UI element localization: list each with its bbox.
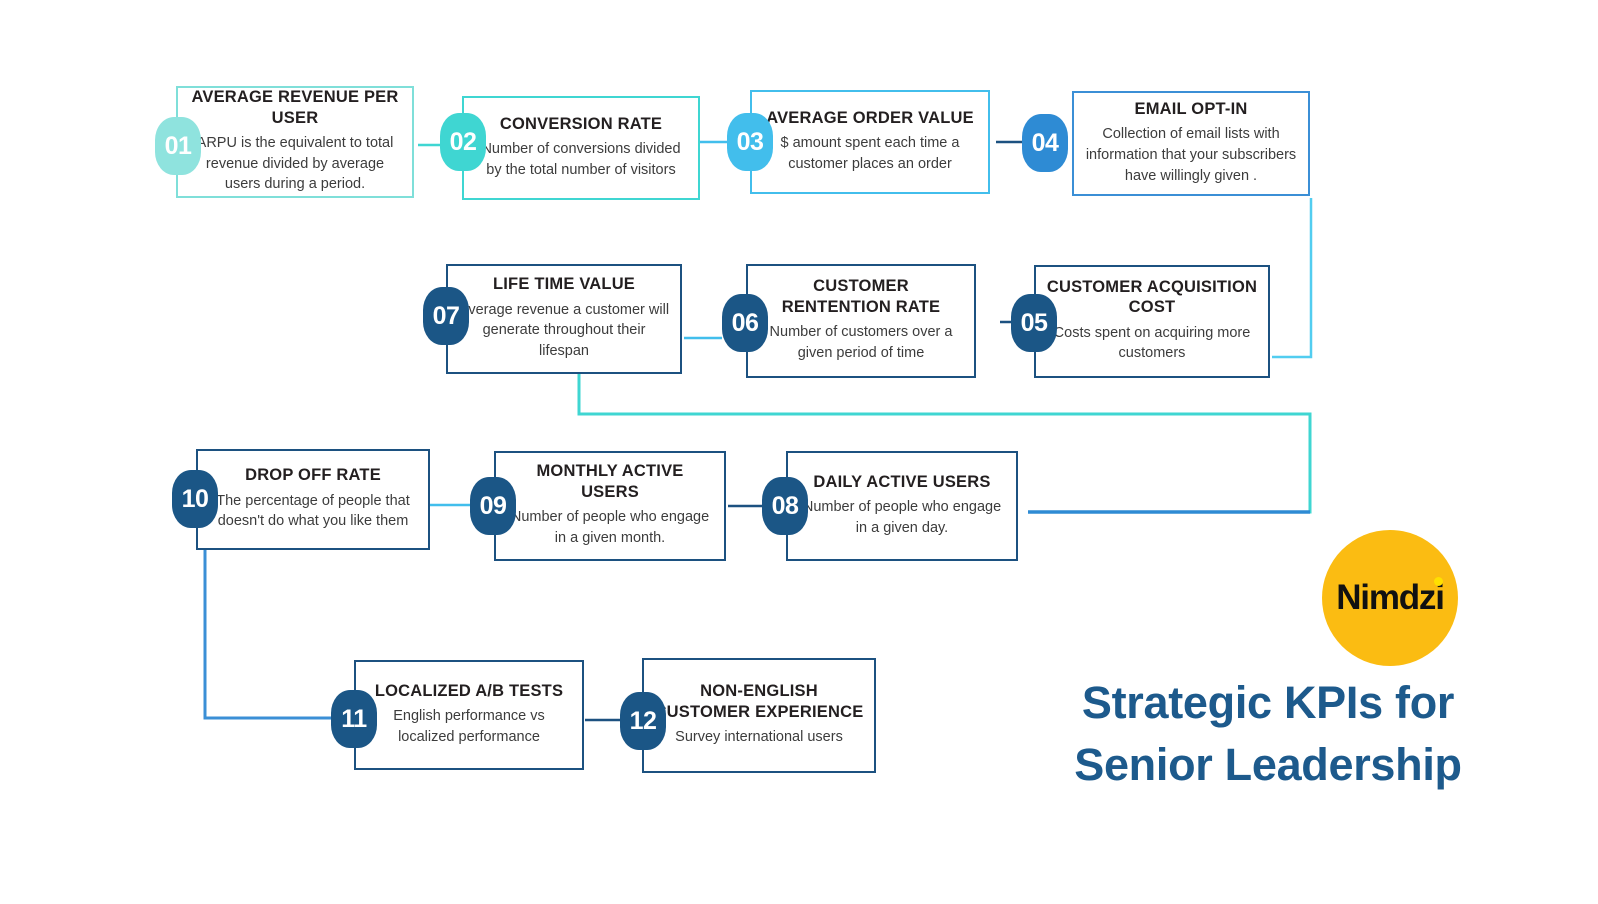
nimdzi-logo-dot [1433, 577, 1443, 586]
kpi-card-11[interactable]: LOCALIZED A/B TESTS English performance … [354, 660, 584, 770]
kpi-description-11: English performance vs localized perform… [393, 708, 545, 745]
kpi-title-08: DAILY ACTIVE USERS [813, 472, 991, 491]
kpi-description-04: Collection of email lists with informati… [1085, 126, 1297, 184]
kpi-title-06: CUSTOMER RENTENTION RATE [781, 277, 941, 316]
kpi-description-06: Number of customers over a given period … [769, 324, 953, 361]
kpi-card-05[interactable]: CUSTOMER ACQUISITION COST Costs spent on… [1034, 265, 1270, 378]
kpi-card-04[interactable]: EMAIL OPT-IN Collection of email lists w… [1072, 91, 1310, 196]
nimdzi-logo: Nimdzi [1322, 530, 1458, 666]
kpi-card-12[interactable]: NON-ENGLISH CUSTOMER EXPERIENCE Survey i… [642, 658, 876, 773]
kpi-badge-10[interactable]: 10 [172, 470, 218, 528]
kpi-title-03: AVERAGE ORDER VALUE [766, 108, 974, 127]
connector-04-05 [1272, 198, 1313, 359]
kpi-card-07[interactable]: LIFE TIME VALUE Average revenue a custom… [446, 264, 682, 374]
kpi-badge-09[interactable]: 09 [470, 477, 516, 535]
connector-10-11 [203, 528, 336, 720]
kpi-title-01: AVERAGE REVENUE PER USER [191, 88, 399, 127]
kpi-badge-11[interactable]: 11 [331, 690, 377, 748]
kpi-description-10: The percentage of people that doesn't do… [216, 492, 410, 530]
kpi-badge-05[interactable]: 05 [1011, 294, 1057, 352]
kpi-title-10: DROP OFF RATE [245, 466, 381, 485]
kpi-card-02[interactable]: CONVERSION RATE Number of conversions di… [462, 96, 700, 200]
kpi-card-06[interactable]: CUSTOMER RENTENTION RATE Number of custo… [746, 264, 976, 378]
kpi-title-11: LOCALIZED A/B TESTS [374, 681, 564, 700]
kpi-badge-12[interactable]: 12 [620, 692, 666, 750]
kpi-badge-01[interactable]: 01 [155, 117, 201, 175]
kpi-badge-06[interactable]: 06 [722, 294, 768, 352]
kpi-description-05: Costs spent on acquiring more customers [1053, 324, 1251, 362]
kpi-description-07: Average revenue a customer will generate… [458, 301, 670, 360]
kpi-title-04: EMAIL OPT-IN [1134, 99, 1248, 118]
kpi-title-09: MONTHLY ACTIVE USERS [536, 462, 684, 501]
kpi-card-01[interactable]: AVERAGE REVENUE PER USER ARPU is the equ… [176, 86, 414, 198]
kpi-description-03: $ amount spent each time a customer plac… [780, 135, 960, 172]
kpi-title-07: LIFE TIME VALUE [492, 275, 636, 294]
kpi-description-08: Number of people who engage in a given d… [802, 499, 1002, 536]
kpi-card-09[interactable]: MONTHLY ACTIVE USERS Number of people wh… [494, 451, 726, 561]
kpi-description-02: Number of conversions divided by the tot… [481, 141, 681, 178]
kpi-badge-03[interactable]: 03 [727, 113, 773, 171]
kpi-title-05: CUSTOMER ACQUISITION COST [1046, 277, 1258, 317]
kpi-title-02: CONVERSION RATE [499, 114, 663, 133]
nimdzi-wordmark-text: Nimdzi [1336, 578, 1445, 617]
page-title-line-1: Strategic KPIs for [1081, 677, 1455, 728]
kpi-badge-02[interactable]: 02 [440, 113, 486, 171]
kpi-description-12: Survey international users [675, 729, 843, 746]
kpi-description-01: ARPU is the equivalent to total revenue … [196, 135, 394, 193]
page-title-line-2: Senior Leadership [1074, 739, 1462, 791]
page-title: Strategic KPIs for Senior Leadership [1018, 672, 1518, 796]
kpi-card-08[interactable]: DAILY ACTIVE USERS Number of people who … [786, 451, 1018, 561]
kpi-description-09: Number of people who engage in a given m… [510, 509, 710, 546]
kpi-badge-08[interactable]: 08 [762, 477, 808, 535]
kpi-card-10[interactable]: DROP OFF RATE The percentage of people t… [196, 449, 430, 550]
kpi-badge-04[interactable]: 04 [1022, 114, 1068, 172]
kpi-title-12: NON-ENGLISH CUSTOMER EXPERIENCE [654, 682, 864, 721]
kpi-badge-07[interactable]: 07 [423, 287, 469, 345]
kpi-card-03[interactable]: AVERAGE ORDER VALUE $ amount spent each … [750, 90, 990, 194]
nimdzi-wordmark: Nimdzi [1336, 577, 1445, 618]
